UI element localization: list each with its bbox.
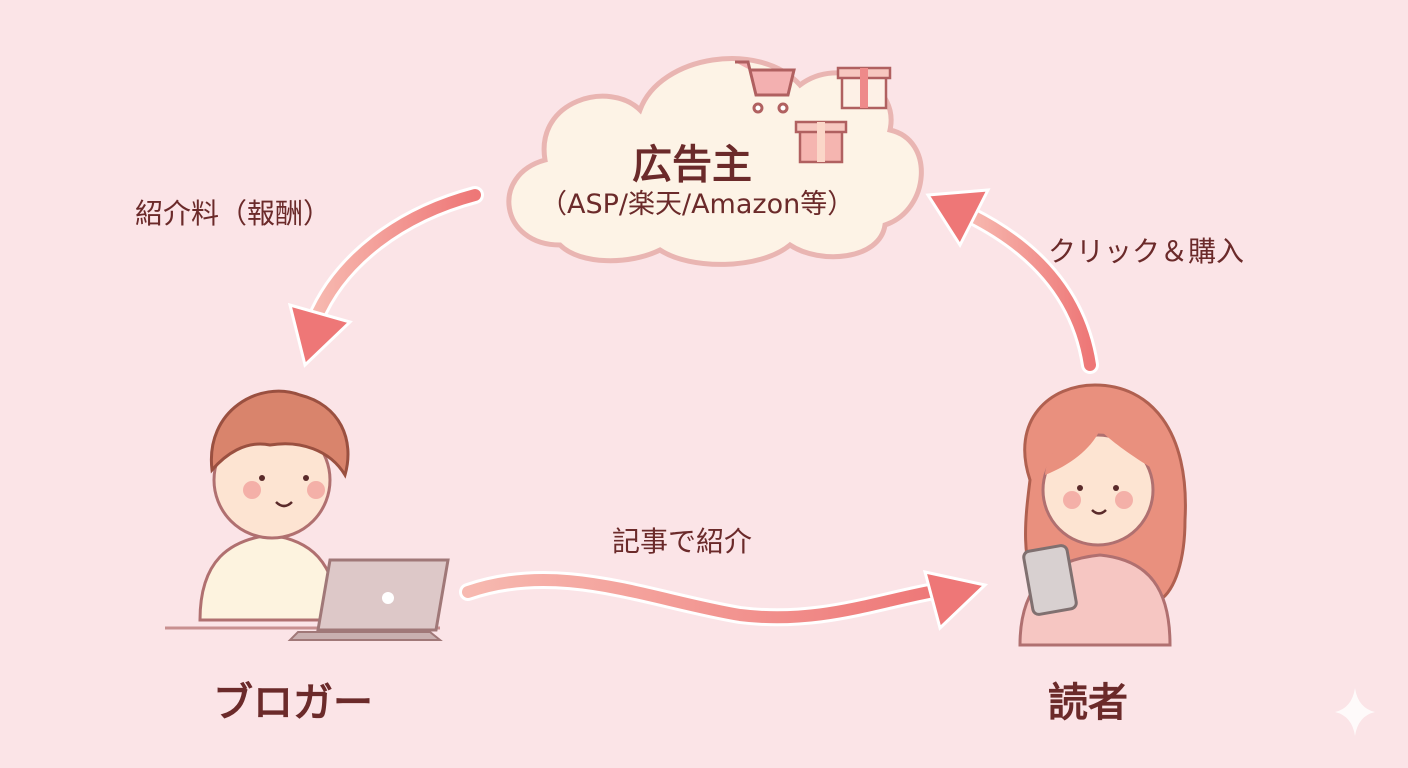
click-buy-label: クリック＆購入 (1048, 235, 1245, 268)
reader-illustration (1018, 383, 1187, 647)
sparkle-icon (1335, 688, 1375, 736)
introduce-label: 記事で紹介 (612, 525, 753, 558)
introduce-arrow (459, 570, 989, 631)
advertiser-title: 広告主 (632, 142, 752, 188)
blogger-label: ブロガー (213, 680, 373, 726)
click-buy-arrow (925, 188, 1099, 374)
gift-icon (836, 66, 892, 110)
reader-label: 読者 (1048, 680, 1128, 726)
shopping-cart-icon (735, 60, 796, 114)
fee-arrow (287, 186, 484, 368)
fee-label: 紹介料（報酬） (135, 197, 332, 230)
gift-icon (794, 120, 848, 164)
blogger-illustration (165, 389, 450, 641)
advertiser-subtitle: （ASP/楽天/Amazon等） (540, 189, 855, 220)
advertiser-cloud (506, 56, 924, 267)
